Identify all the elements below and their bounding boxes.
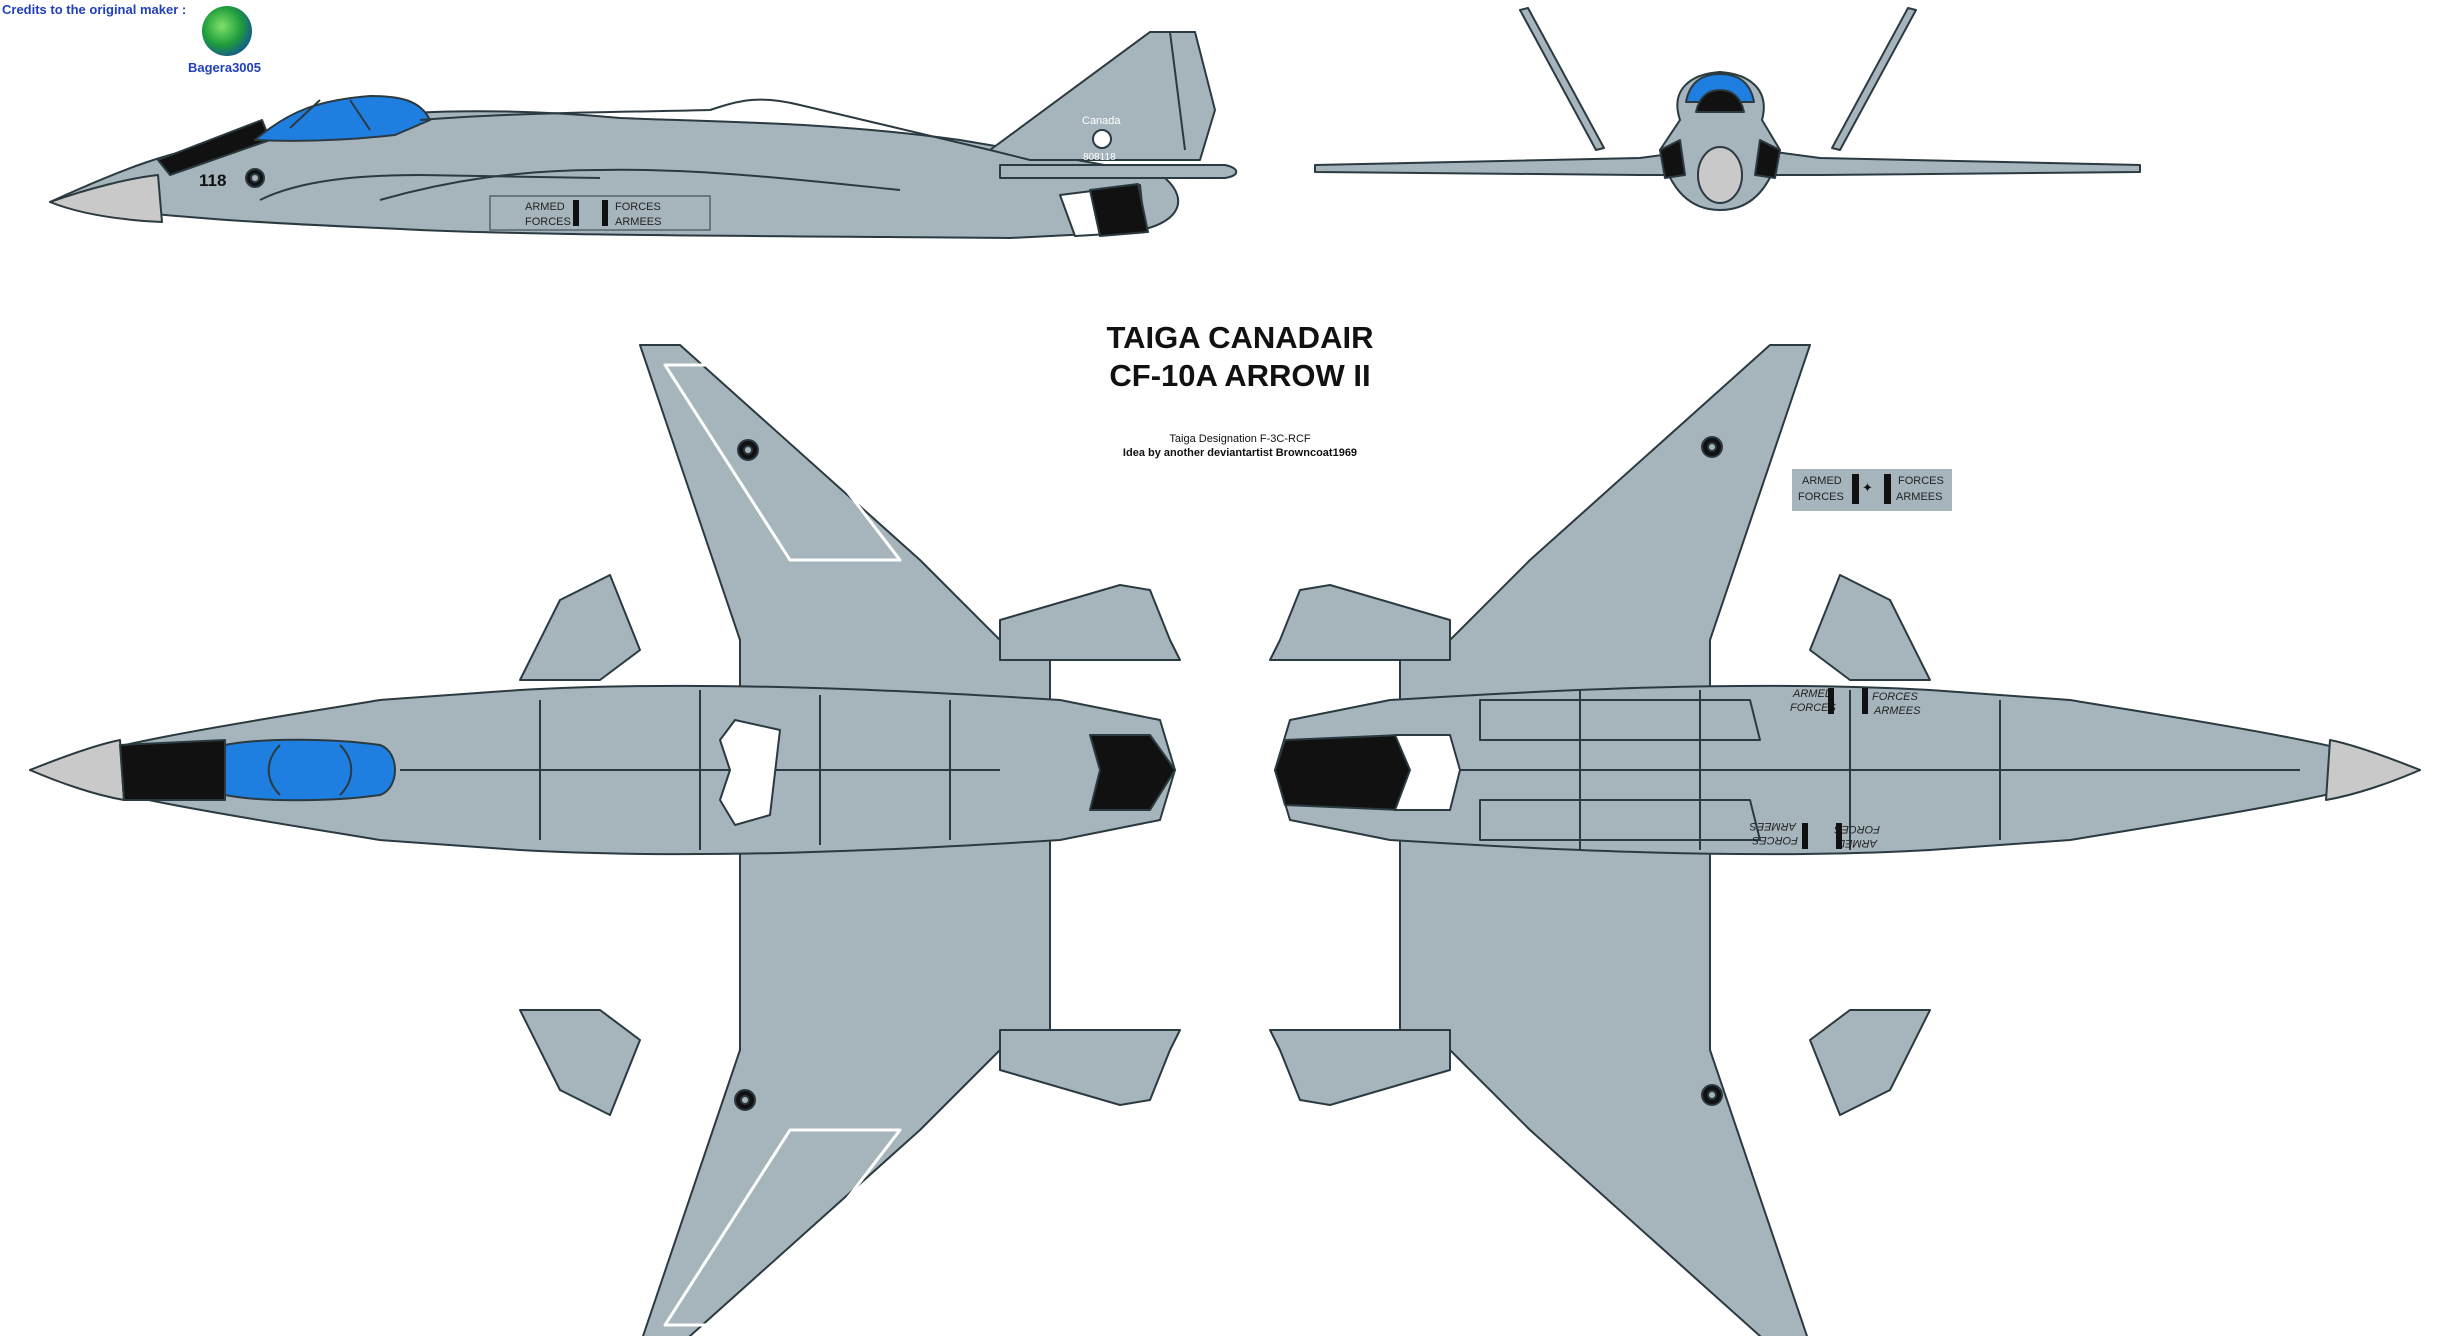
under-forces-lower-2: FORCES xyxy=(1752,834,1799,846)
author-avatar xyxy=(202,6,252,56)
armed-forces-badge: ARMED FORCES ✦ FORCES ARMEES xyxy=(1792,469,1952,511)
under-armees-lower: ARMEES xyxy=(1749,820,1797,832)
badge-bar-right xyxy=(1884,474,1891,504)
tail-country: Canada xyxy=(1082,115,1121,127)
badge-armees: ARMEES xyxy=(1896,491,1943,503)
idea-credit-text: Idea by another deviantartist Browncoat1… xyxy=(1122,447,1358,459)
under-forces-lower: FORCES xyxy=(1834,823,1881,835)
under-forces-2: FORCES xyxy=(1872,691,1919,703)
designation-text: Taiga Designation F-3C-RCF xyxy=(1169,433,1311,445)
under-armees: ARMEES xyxy=(1873,705,1921,717)
badge-bar-left xyxy=(1852,474,1859,504)
side-armees: ARMEES xyxy=(615,216,661,228)
nose-number: 118 xyxy=(199,171,226,190)
under-armed-lower: ARMED xyxy=(1837,837,1878,849)
maple-leaf-icon: ✦ xyxy=(1862,480,1873,495)
side-armed: ARMED xyxy=(525,201,565,213)
side-forces-2: FORCES xyxy=(615,201,661,213)
credits-text: Credits to the original maker : xyxy=(2,2,187,17)
side-forces: FORCES xyxy=(525,216,571,228)
author-name: Bagera3005 xyxy=(188,60,261,75)
title-line-1: TAIGA CANADAIR xyxy=(1106,320,1374,355)
badge-forces: FORCES xyxy=(1798,491,1844,503)
badge-armed: ARMED xyxy=(1802,475,1842,487)
badge-forces-2: FORCES xyxy=(1898,475,1944,487)
tail-serial: 808118 xyxy=(1083,152,1116,163)
under-armed: ARMED xyxy=(1792,688,1833,700)
under-forces: FORCES xyxy=(1790,702,1837,714)
title-line-2: CF-10A ARROW II xyxy=(1109,358,1371,393)
